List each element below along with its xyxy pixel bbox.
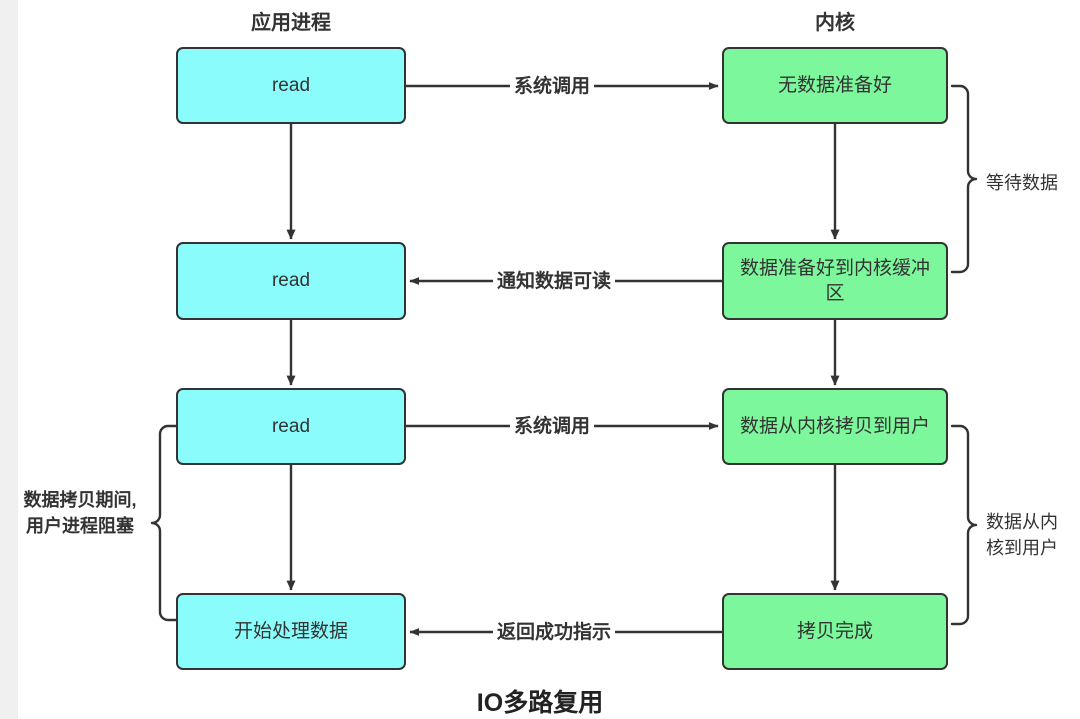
- edge-label-return-success: 返回成功指示: [493, 621, 616, 646]
- brace-label-kernel-to-user: 数据从内 核到用户: [986, 512, 1058, 559]
- node-label: read: [271, 270, 311, 292]
- node-label: 数据从内核拷贝到用户: [739, 415, 930, 437]
- node-label: read: [271, 74, 311, 96]
- brace-label-process-blocked: 数据拷贝期间, 用户进程阻塞: [23, 490, 137, 537]
- brace-label-waiting-for-data: 等待数据: [986, 173, 1058, 193]
- node-label: 数据准备好到内核缓冲区: [739, 257, 930, 304]
- edge-label-syscall-1: 系统调用: [510, 75, 595, 100]
- node-label: read: [271, 415, 311, 437]
- column-title-app: 应用进程: [251, 12, 331, 34]
- node-label: 无数据准备好: [777, 74, 892, 96]
- node-kernel-copy-to-user: 数据从内核拷贝到用户: [722, 388, 948, 465]
- node-app-process-data: 开始处理数据: [176, 593, 406, 670]
- diagram-title: IO多路复用: [476, 689, 604, 717]
- node-kernel-copy-complete: 拷贝完成: [722, 593, 948, 670]
- node-kernel-data-ready-buffer: 数据准备好到内核缓冲区: [722, 242, 948, 320]
- node-app-read-3: read: [176, 388, 406, 465]
- left-gutter-strip: [0, 0, 18, 719]
- node-app-read-1: read: [176, 47, 406, 124]
- node-label: 拷贝完成: [796, 620, 873, 642]
- edge-label-notify-readable: 通知数据可读: [493, 270, 616, 295]
- column-title-kernel: 内核: [815, 12, 855, 34]
- node-kernel-no-data-ready: 无数据准备好: [722, 47, 948, 124]
- node-label: 开始处理数据: [233, 620, 348, 642]
- edge-label-syscall-2: 系统调用: [510, 415, 595, 440]
- node-app-read-2: read: [176, 242, 406, 320]
